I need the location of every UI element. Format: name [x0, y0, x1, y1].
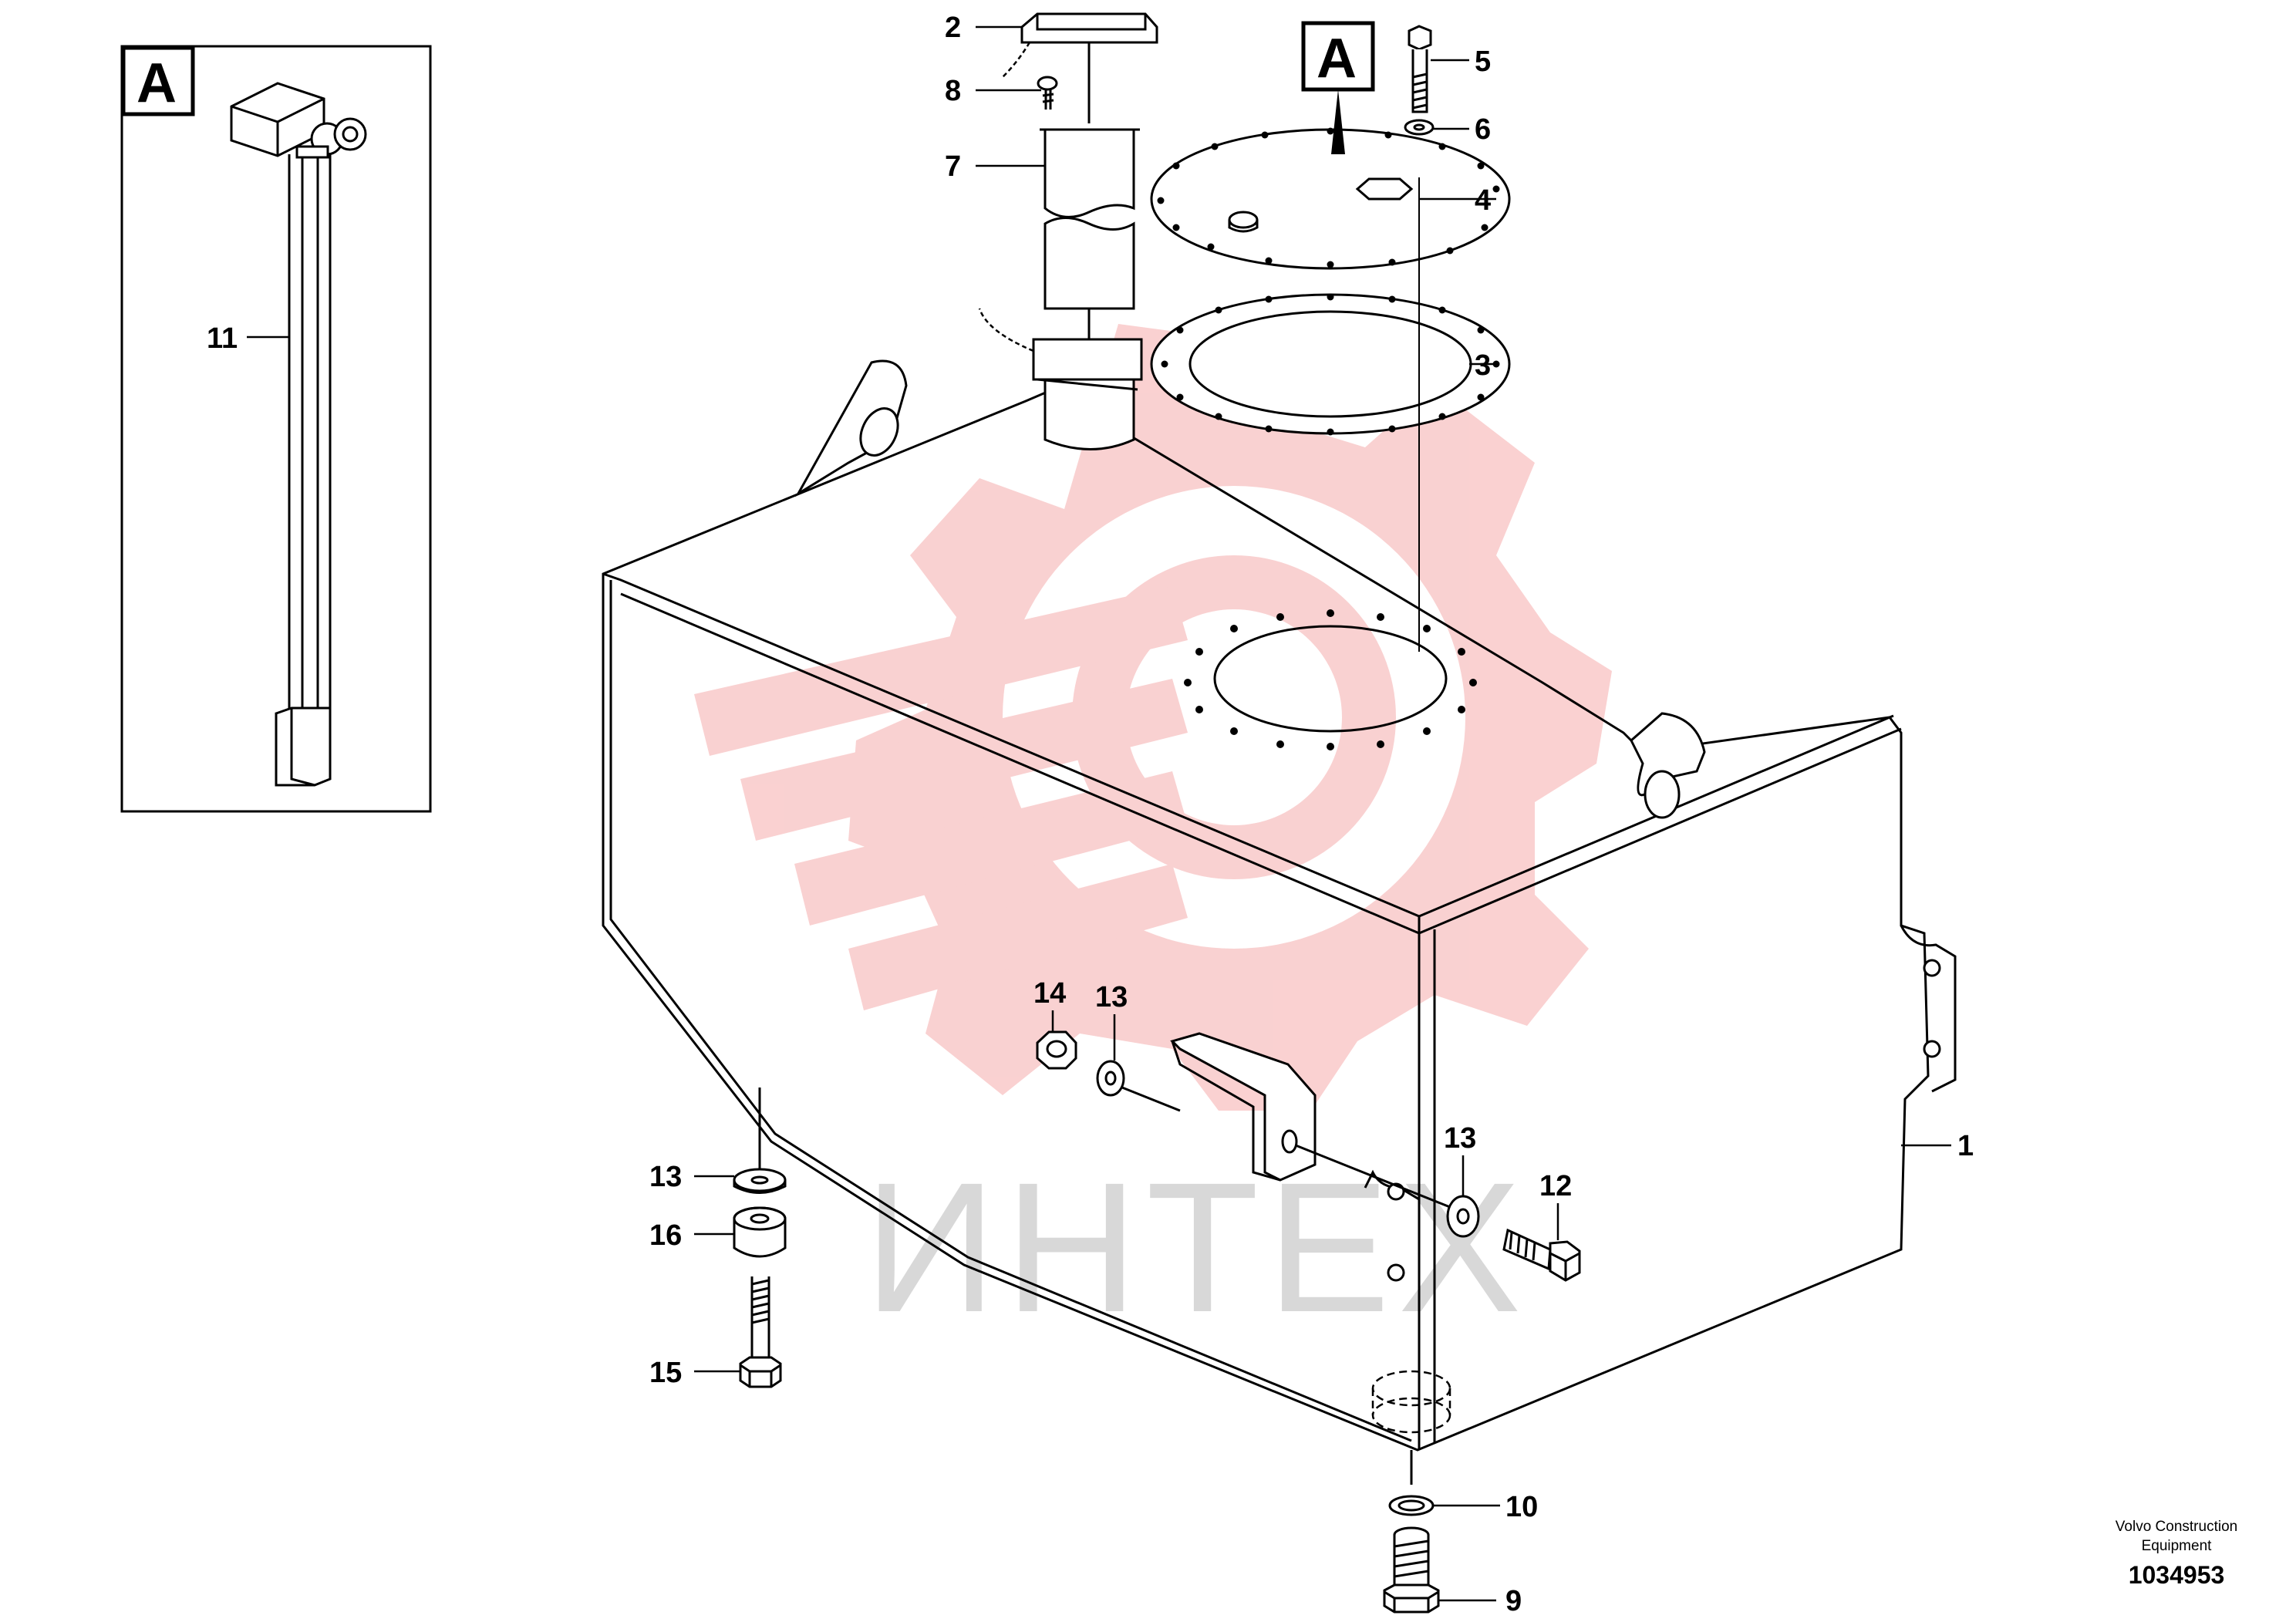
filler-cap — [1002, 12, 1158, 123]
view-marker-letter: A — [1317, 28, 1357, 89]
callout-13-mount: 13 — [649, 1161, 682, 1193]
mount-washer — [733, 1168, 787, 1194]
callout-12: 12 — [1539, 1170, 1572, 1202]
fuel-level-sender — [230, 82, 367, 787]
detail-view-a: A — [120, 45, 432, 813]
cover-bolt — [1408, 25, 1432, 113]
watermark-text: ИНТЕХ — [864, 1144, 1529, 1351]
callout-10: 10 — [1505, 1491, 1538, 1523]
callout-4: 4 — [1475, 184, 1491, 217]
drain-washer — [1388, 1495, 1435, 1516]
credit-line-2: Equipment — [2142, 1538, 2213, 1554]
washer — [1404, 119, 1435, 136]
callout-16: 16 — [649, 1219, 682, 1252]
callout-13-front: 13 — [1444, 1122, 1476, 1155]
credit-block: Volvo Construction Equipment 1034953 — [2116, 1519, 2237, 1589]
callout-15: 15 — [649, 1357, 682, 1389]
callout-7: 7 — [945, 150, 961, 183]
callout-3: 3 — [1475, 349, 1491, 382]
watermark-logo — [694, 324, 1612, 1111]
callout-11: 11 — [207, 322, 238, 355]
tank-opening-holes — [1184, 609, 1477, 750]
callout-5: 5 — [1475, 46, 1491, 78]
bracket-bolt — [1502, 1228, 1581, 1282]
callout-6: 6 — [1475, 113, 1491, 146]
credit-line-1: Volvo Construction — [2116, 1519, 2237, 1535]
view-marker-a: A — [1301, 21, 1375, 154]
callout-9: 9 — [1505, 1585, 1522, 1617]
callout-14: 14 — [1033, 977, 1066, 1010]
filter-tube — [1040, 128, 1140, 339]
drain-plug — [1383, 1526, 1440, 1614]
nut — [1036, 1030, 1077, 1070]
callout-1: 1 — [1957, 1130, 1974, 1162]
bracket-washer-front — [1446, 1195, 1480, 1238]
rubber-mount — [733, 1206, 787, 1258]
callout-8: 8 — [945, 75, 961, 107]
screw — [1037, 76, 1058, 110]
detail-view-letter: A — [137, 52, 177, 114]
document-number: 1034953 — [2129, 1561, 2225, 1589]
callout-2: 2 — [945, 12, 961, 44]
hydraulic-tank — [602, 308, 1957, 1452]
callout-13-rear: 13 — [1095, 981, 1128, 1013]
gasket — [1150, 293, 1511, 436]
bracket-washer-rear — [1096, 1060, 1125, 1097]
mount-bolt — [739, 1276, 782, 1388]
